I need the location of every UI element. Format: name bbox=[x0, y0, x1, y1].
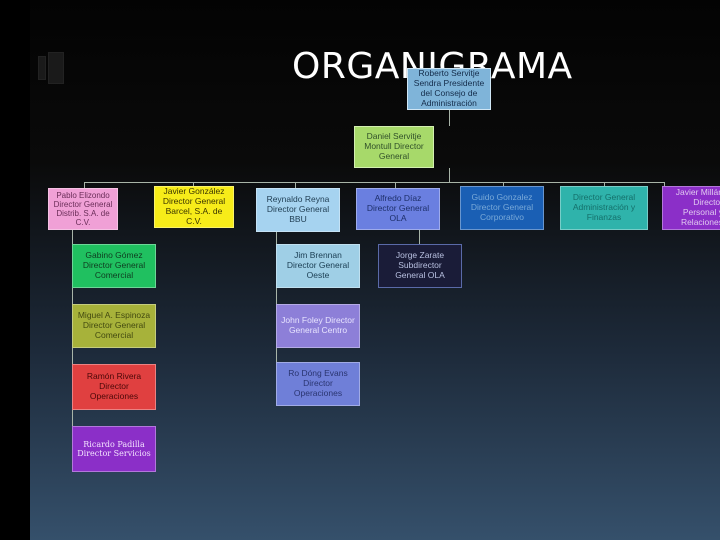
connector-corp bbox=[503, 182, 504, 188]
connector-admin bbox=[604, 182, 605, 188]
connector-director-bus bbox=[449, 168, 450, 182]
connector-javier-g bbox=[193, 182, 194, 188]
node-javier-m: Javier Millán Director Personal y Relaci… bbox=[662, 186, 720, 230]
node-ricardo: Ricardo Padilla Director Servicios bbox=[72, 426, 156, 472]
node-president: Roberto Servitje Sendra Presidente del C… bbox=[407, 68, 491, 110]
node-pablo: Pablo Elizondo Director General Distrib.… bbox=[48, 188, 118, 230]
connector-alfredo bbox=[395, 182, 396, 188]
node-general-director: Daniel Servitje Montull Director General bbox=[354, 126, 434, 168]
connector-javier-m bbox=[664, 182, 665, 188]
connector-reynaldo bbox=[295, 182, 296, 188]
node-corp: Guido Gonzalez Director General Corporat… bbox=[460, 186, 544, 230]
node-admin: Director General Administración y Finanz… bbox=[560, 186, 648, 230]
node-jorge: Jorge Zarate Subdirector General OLA bbox=[378, 244, 462, 288]
node-miguel: Miguel A. Espinoza Director General Come… bbox=[72, 304, 156, 348]
node-operaciones: Ro Dóng Evans Director Operaciones bbox=[276, 362, 360, 406]
org-chart-slide: ORGANIGRAMA Roberto Servitje Sendra Pres… bbox=[30, 0, 720, 540]
connector-pablo bbox=[84, 182, 85, 188]
decorative-accent-small bbox=[38, 56, 46, 80]
connector-president-director bbox=[449, 108, 450, 126]
node-john: John Foley Director General Centro bbox=[276, 304, 360, 348]
node-alfredo: Alfredo Díaz Director General OLA bbox=[356, 188, 440, 230]
connector-bus bbox=[84, 182, 664, 183]
connector-alfredo-jorge bbox=[419, 230, 420, 244]
decorative-accent bbox=[48, 52, 64, 84]
node-javier-g: Javier González Director General Barcel,… bbox=[154, 186, 234, 228]
node-ramon: Ramón Rivera Director Operaciones bbox=[72, 364, 156, 410]
node-gabino: Gabino Gómez Director General Comercial bbox=[72, 244, 156, 288]
slide-left-edge bbox=[0, 0, 30, 540]
node-reynaldo: Reynaldo Reyna Director General BBU bbox=[256, 188, 340, 232]
node-jim: Jim Brennan Director General Oeste bbox=[276, 244, 360, 288]
